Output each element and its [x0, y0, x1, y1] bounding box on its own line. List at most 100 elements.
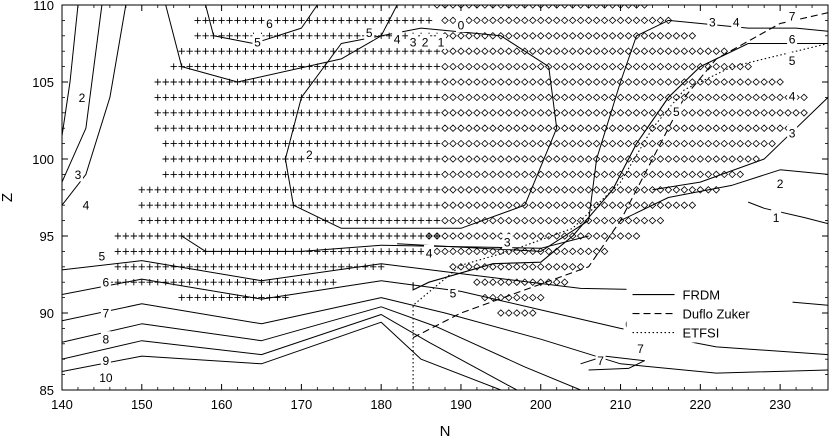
measured-point-marker — [242, 94, 249, 101]
measured-point-marker — [242, 263, 249, 270]
measured-point-marker — [425, 63, 433, 70]
contour-line-2 — [620, 169, 828, 222]
measured-point-marker — [282, 48, 289, 55]
measured-point-marker — [258, 109, 265, 116]
y-axis-label: Z — [0, 193, 16, 202]
predicted-point-marker — [720, 155, 729, 163]
predicted-point-marker — [441, 109, 449, 117]
y-tick-label: 100 — [32, 152, 54, 167]
predicted-point-marker — [529, 232, 537, 240]
duflo-zuker-boundary-line — [412, 12, 828, 339]
measured-point-marker — [170, 109, 177, 116]
measured-point-marker — [338, 48, 345, 55]
measured-point-marker — [178, 248, 185, 255]
measured-point-marker — [274, 171, 281, 178]
measured-point-marker — [202, 78, 209, 86]
predicted-point-marker — [489, 247, 497, 256]
measured-point-marker — [178, 171, 185, 178]
measured-point-marker — [218, 294, 225, 301]
measured-point-marker — [362, 109, 369, 116]
measured-point-marker — [409, 125, 417, 132]
measured-point-marker — [290, 186, 297, 193]
measured-point-marker — [258, 17, 265, 24]
predicted-point-marker — [592, 47, 601, 55]
predicted-point-marker — [544, 247, 553, 256]
measured-point-marker — [306, 78, 313, 86]
measured-point-marker — [322, 109, 329, 116]
predicted-point-marker — [592, 78, 601, 86]
contour-label: 7 — [103, 307, 110, 321]
contour-label-background — [787, 87, 798, 103]
measured-point-marker — [330, 140, 337, 147]
measured-point-marker — [409, 48, 417, 55]
predicted-point-marker — [656, 139, 665, 148]
measured-point-marker — [218, 78, 225, 86]
predicted-point-marker — [544, 32, 553, 40]
predicted-point-marker — [521, 139, 529, 148]
predicted-point-marker — [696, 124, 705, 132]
predicted-point-marker — [656, 186, 665, 194]
predicted-point-marker — [425, 232, 433, 240]
measured-point-marker — [210, 263, 217, 270]
measured-point-marker — [146, 202, 153, 209]
measured-point-marker — [298, 48, 305, 55]
measured-point-marker — [266, 263, 273, 270]
measured-point-marker — [401, 186, 409, 193]
measured-point-marker — [154, 109, 161, 116]
measured-point-marker — [369, 186, 377, 193]
predicted-point-marker — [481, 47, 489, 55]
measured-point-marker — [250, 78, 257, 86]
predicted-point-marker — [568, 155, 577, 163]
predicted-point-marker — [544, 124, 553, 132]
x-tick-label: 170 — [291, 397, 313, 412]
measured-point-marker — [346, 78, 353, 86]
measured-point-marker — [250, 279, 257, 286]
measured-point-marker — [401, 32, 409, 39]
measured-point-marker — [218, 202, 225, 209]
measured-point-marker — [170, 125, 177, 132]
measured-point-marker — [210, 279, 217, 286]
contour-label: 6 — [266, 17, 273, 31]
predicted-point-marker — [457, 232, 465, 240]
measured-point-marker — [385, 217, 393, 224]
measured-point-marker — [218, 186, 225, 193]
predicted-point-marker — [536, 139, 545, 148]
predicted-point-marker — [680, 170, 689, 179]
predicted-point-marker — [576, 16, 585, 25]
predicted-point-marker — [457, 139, 465, 148]
measured-point-marker — [202, 263, 209, 270]
measured-point-marker — [266, 48, 273, 55]
measured-point-marker — [234, 140, 241, 147]
predicted-point-marker — [568, 16, 577, 25]
measured-point-marker — [202, 202, 209, 209]
measured-point-marker — [330, 78, 337, 86]
predicted-point-marker — [481, 186, 489, 194]
contour-label: 7 — [637, 342, 644, 356]
measured-point-marker — [290, 78, 297, 86]
predicted-point-marker — [568, 32, 577, 40]
measured-point-marker — [250, 94, 257, 101]
predicted-point-marker — [513, 263, 521, 271]
measured-point-marker — [314, 17, 321, 24]
measured-point-marker — [210, 109, 217, 116]
predicted-point-marker — [552, 170, 561, 179]
measured-point-marker — [234, 17, 241, 24]
measured-point-marker — [298, 17, 305, 24]
predicted-point-marker — [648, 93, 657, 102]
predicted-point-marker — [616, 186, 625, 194]
predicted-point-marker — [441, 232, 449, 240]
measured-point-marker — [433, 94, 441, 101]
measured-point-marker — [425, 109, 433, 116]
predicted-point-marker — [592, 109, 601, 117]
measured-point-marker — [417, 248, 425, 255]
predicted-point-marker — [505, 62, 513, 71]
measured-point-marker — [186, 294, 193, 301]
predicted-point-marker — [552, 5, 561, 9]
predicted-point-marker — [552, 124, 561, 132]
measured-point-marker — [346, 63, 353, 70]
legend-label: FRDM — [683, 288, 721, 303]
predicted-point-marker — [536, 170, 545, 179]
measured-point-marker — [377, 94, 385, 101]
predicted-point-marker — [632, 78, 641, 86]
contour-line-8 — [62, 306, 581, 390]
